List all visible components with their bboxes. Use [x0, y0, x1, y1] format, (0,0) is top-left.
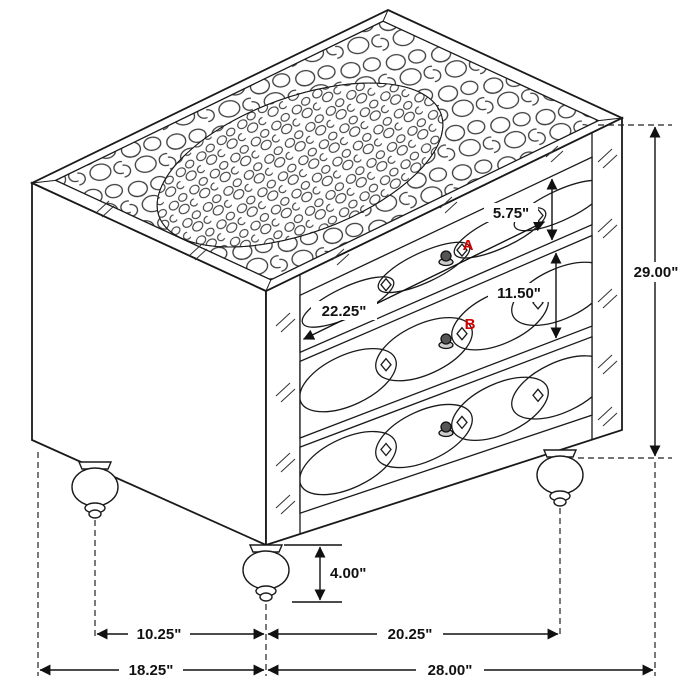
top-croc-texture	[55, 21, 599, 280]
drawer-a-label: A	[463, 237, 474, 254]
extension-lines	[37, 124, 672, 676]
overall-width-label: 28.00"	[428, 662, 473, 679]
drawer-b-label: B	[465, 316, 476, 333]
drawer-c-ornament	[300, 355, 592, 496]
drawer-c-knob	[438, 421, 454, 438]
top-drawer-height-label: 5.75"	[493, 205, 529, 222]
dimension-labels: 29.00" 5.75" 11.50" 22.25" 4.00" 10.25" …	[129, 205, 679, 679]
overall-depth-label: 18.25"	[129, 662, 174, 679]
foot-span-label: 20.25"	[388, 626, 433, 643]
foot-front-right	[536, 449, 584, 507]
foot-front-left	[71, 461, 119, 519]
drawer-width-label: 22.25"	[322, 303, 367, 320]
foot-height-label: 4.00"	[330, 565, 366, 582]
mirror-hatch-marks	[96, 145, 618, 515]
top-corner-miters	[31, 9, 623, 292]
label-backdrops	[119, 203, 685, 679]
dimension-annotations: 29.00" 5.75" 11.50" 22.25" 4.00" 10.25" …	[37, 124, 685, 679]
foot-front-center	[242, 544, 290, 602]
overall-height-label: 29.00"	[634, 264, 679, 281]
middle-drawer-height-label: 11.50"	[497, 285, 541, 302]
foot-inset-label: 10.25"	[137, 626, 182, 643]
feet	[71, 449, 584, 602]
